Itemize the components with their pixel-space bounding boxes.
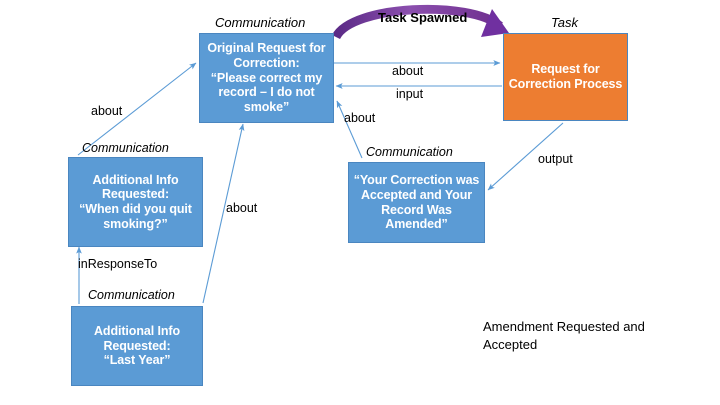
stereotype-additional-info-when: Communication — [82, 141, 169, 155]
node-additional-info-last-year[interactable]: Additional Info Requested: “Last Year” — [71, 306, 203, 386]
node-additional-info-when[interactable]: Additional Info Requested: “When did you… — [68, 157, 203, 247]
edge-label-about-left: about — [91, 104, 123, 118]
edge-line-about-accepted — [336, 100, 363, 159]
edge-label-input: input — [396, 87, 424, 101]
node-correction-accepted[interactable]: “Your Correction was Accepted and Your R… — [348, 162, 485, 243]
node-request-for-correction-process[interactable]: Request for Correction Process — [503, 33, 628, 121]
stereotype-original-request: Communication — [215, 15, 306, 30]
stereotype-correction-accepted: Communication — [366, 145, 453, 159]
stereotype-task: Task — [551, 15, 578, 30]
edge-label-about-accepted: about — [344, 111, 376, 125]
diagram-caption: Amendment Requested and Accepted — [483, 319, 645, 352]
node-original-request[interactable]: Original Request for Correction: “Please… — [199, 33, 334, 123]
task-spawned-label: Task Spawned — [378, 10, 468, 25]
edge-label-inresponseto: inResponseTo — [78, 257, 158, 271]
edge-label-output: output — [538, 152, 573, 166]
stereotype-additional-info-last-year: Communication — [88, 288, 175, 302]
edge-label-about-task: about — [392, 64, 424, 78]
edge-label-about-bottom: about — [226, 201, 258, 215]
